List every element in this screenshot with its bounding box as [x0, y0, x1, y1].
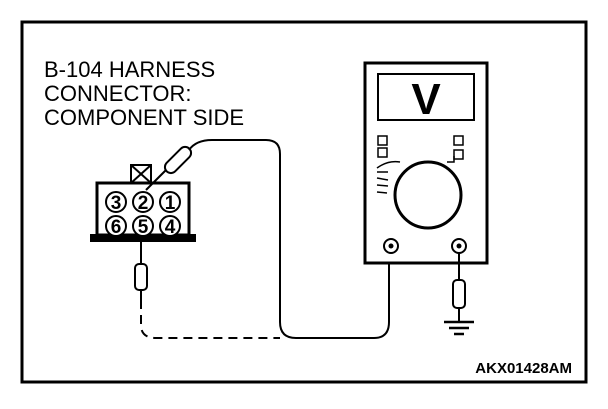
pin-number: 1 [165, 193, 176, 214]
range-tick [376, 191, 388, 194]
pin-cavity-2 [132, 191, 154, 213]
connector-label: B-104 HARNESS CONNECTOR: COMPONENT SIDE [44, 57, 244, 130]
range-tick [376, 184, 389, 187]
probe-tip [145, 169, 167, 191]
connector-base-flange [90, 234, 196, 242]
pin-number: 3 [111, 193, 122, 214]
figure-code: AKX01428AM [475, 360, 572, 377]
ground-lead [444, 253, 474, 336]
ground-probe-handle [452, 279, 466, 309]
connector-label-line-1: B-104 HARNESS [44, 57, 215, 82]
dashed-lead-wire [140, 300, 280, 339]
pin-cavity-5 [132, 215, 154, 237]
pin-cavity-6 [105, 215, 127, 237]
pin-cavity-1 [159, 191, 181, 213]
meter-button-right-bottom [453, 149, 464, 160]
back-probe-handle [134, 263, 148, 291]
display-symbol: V [411, 75, 441, 124]
meter-button-left-top [377, 135, 388, 146]
connector-label-line-2: CONNECTOR: [44, 81, 192, 106]
meter-range-mark-right [447, 156, 455, 163]
pin-cavity-3 [105, 191, 127, 213]
pin-number: 4 [165, 217, 176, 238]
range-scale-arc [376, 160, 401, 169]
back-probe-pin-5 [134, 242, 280, 339]
multimeter: V [363, 61, 489, 265]
meter-jack-positive-center [388, 243, 394, 249]
connector-lock-cross-b [130, 164, 152, 184]
range-tick [376, 177, 389, 181]
pin-number: 5 [138, 217, 149, 238]
meter-jack-negative-center [456, 243, 462, 249]
figure-frame [20, 20, 588, 384]
meter-button-left-bottom [377, 147, 388, 158]
rotary-selector-dial [393, 160, 463, 230]
positive-lead-wire [188, 139, 390, 339]
pin-number: 2 [138, 193, 149, 214]
pin-number: 6 [111, 217, 122, 238]
pin-cavity-4 [159, 215, 181, 237]
meter-button-right-top [453, 135, 464, 146]
multimeter-display [377, 73, 475, 121]
harness-connector: 3 2 1 6 5 4 [90, 164, 196, 242]
connector-label-line-3: COMPONENT SIDE [44, 105, 244, 130]
